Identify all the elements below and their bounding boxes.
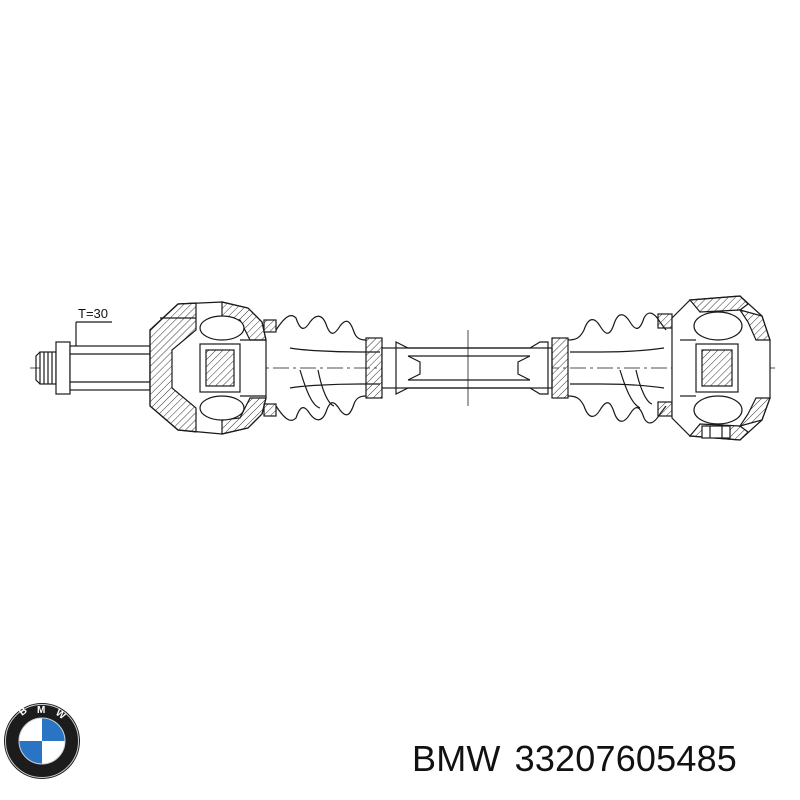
left-stub-axle: [35, 341, 151, 395]
left-clamp-band: [263, 319, 277, 417]
right-boot: [567, 312, 667, 424]
brand-name: BMW: [412, 738, 501, 779]
torque-label: T=30: [78, 306, 108, 321]
bmw-logo: B M W: [4, 703, 80, 779]
right-inner-clamp: [551, 337, 569, 399]
part-caption: BMW 33207605485: [412, 738, 792, 780]
part-number: 33207605485: [514, 738, 738, 779]
right-cv-joint-housing: [671, 295, 771, 441]
svg-text:M: M: [37, 705, 45, 716]
left-boot: [275, 315, 380, 421]
main-shaft: [381, 330, 553, 406]
left-cv-joint-housing: [149, 301, 267, 435]
torque-callout: [75, 321, 112, 346]
left-inner-clamp: [365, 337, 383, 399]
